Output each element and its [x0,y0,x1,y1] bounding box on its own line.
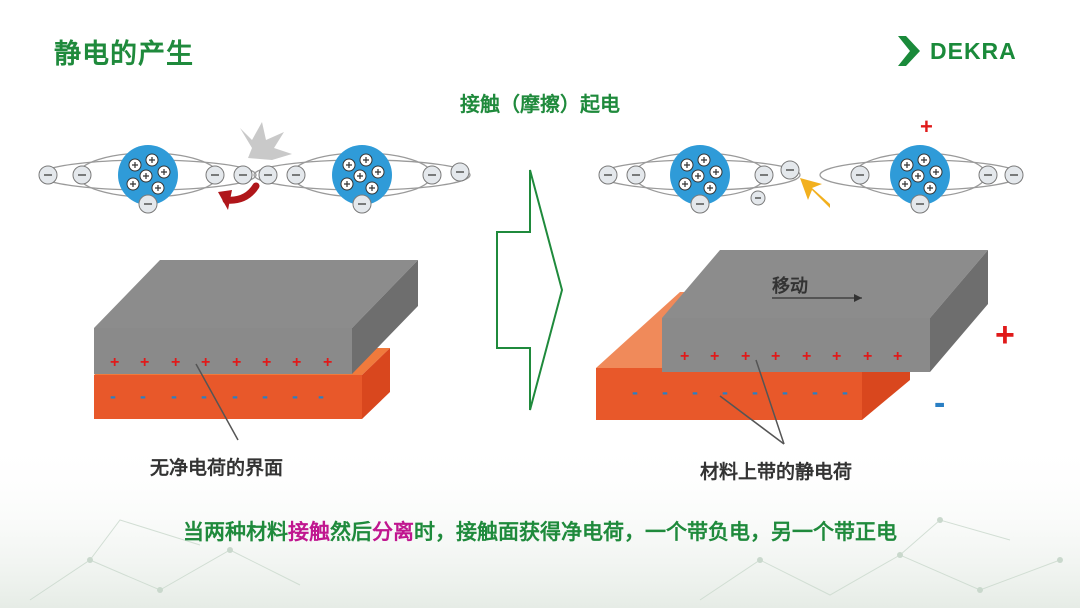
minus-sign: - [110,386,116,407]
plus-sign: + [323,354,332,372]
left-caption: 无净电荷的界面 [150,453,283,480]
plus-sign: + [741,348,750,366]
footer-part-3: 时，接触面获得净电荷，一个带负电，另一个带正电 [414,520,897,544]
plus-sign: + [201,354,210,372]
plus-sign: + [893,348,902,366]
minus-sign: - [140,386,146,407]
process-arrow-icon [497,170,562,410]
footer-highlight-separate: 分离 [372,520,414,544]
footer-part-2: 然后 [330,520,372,544]
minus-sign: - [662,382,668,403]
plus-sign: + [802,348,811,366]
plus-sign: + [292,354,301,372]
minus-sign: - [232,386,238,407]
minus-sign: - [318,386,324,407]
minus-sign: - [812,382,818,403]
block-net-plus-sign: + [995,316,1015,355]
block-net-minus-sign: - [934,384,945,423]
plus-sign: + [171,354,180,372]
transfer-arrow-icon [218,186,256,210]
atom-net-plus-sign: + [920,114,933,140]
minus-sign: - [262,386,268,407]
plus-sign: + [140,354,149,372]
plus-sign: + [710,348,719,366]
minus-sign: - [782,382,788,403]
footer-part-1: 当两种材料 [183,520,288,544]
footer-highlight-contact: 接触 [288,520,330,544]
minus-sign: - [842,382,848,403]
minus-sign: - [632,382,638,403]
plus-sign: + [863,348,872,366]
minus-sign: - [292,386,298,407]
plus-sign: + [262,354,271,372]
minus-sign: - [722,382,728,403]
move-label: 移动 [772,272,808,298]
plus-sign: + [680,348,689,366]
footer-statement: 当两种材料接触然后分离时，接触面获得净电荷，一个带负电，另一个带正电 [0,516,1080,546]
minus-sign: - [171,386,177,407]
plus-sign: + [110,354,119,372]
plus-sign: + [232,354,241,372]
collision-burst-icon [240,122,292,160]
minus-sign: - [201,386,207,407]
minus-sign: - [752,382,758,403]
plus-sign: + [771,348,780,366]
plus-sign: + [832,348,841,366]
electron-move-arrow-icon [800,178,830,208]
right-caption: 材料上带的静电荷 [700,457,852,484]
minus-sign: - [692,382,698,403]
